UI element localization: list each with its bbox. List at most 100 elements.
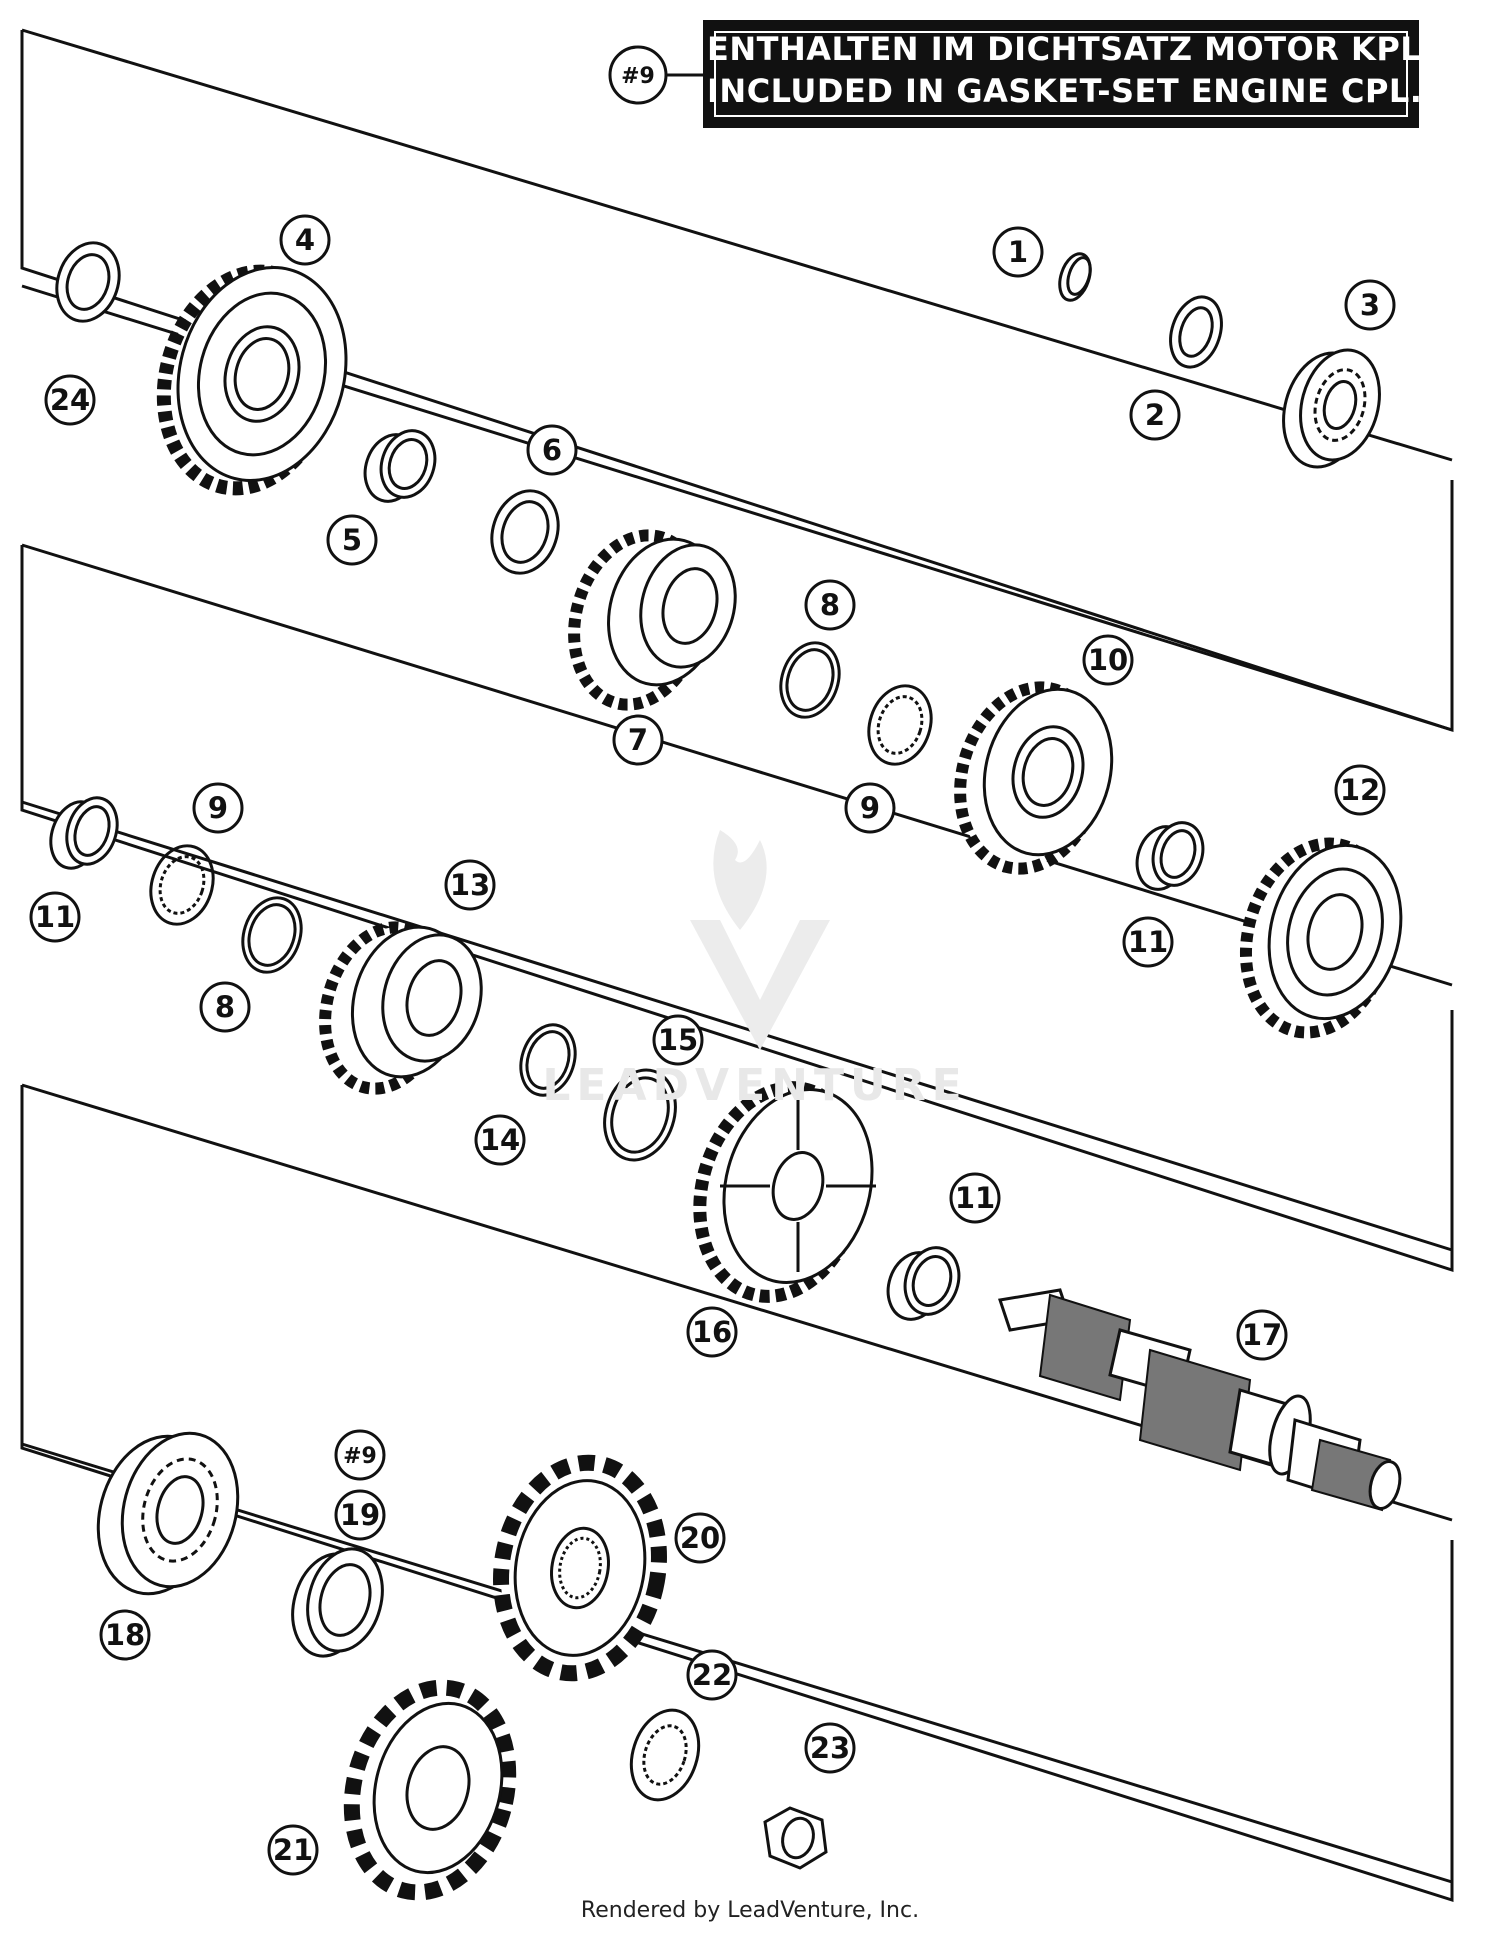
svg-text:8: 8 [215,990,235,1024]
svg-text:1: 1 [1008,235,1028,269]
svg-text:14: 14 [480,1123,520,1157]
svg-text:12: 12 [1340,773,1380,807]
part-21-sprocket [343,1679,517,1901]
part-13-gear [319,921,483,1095]
part-23-nut [763,1806,828,1870]
svg-text:4: 4 [295,223,315,257]
part-20-sprocket [493,1454,667,1682]
svg-text:20: 20 [680,1521,720,1555]
part-1-circlip [1058,252,1092,302]
watermark-text: LEADVENTURE [542,1060,968,1111]
svg-text:15: 15 [658,1023,698,1057]
render-credit: Rendered by LeadVenture, Inc. [580,1898,920,1923]
svg-text:11: 11 [1128,925,1168,959]
callout-13: 13 [444,859,496,911]
callout-5: 5 [326,514,378,566]
part-4-gear [156,264,348,496]
svg-text:24: 24 [50,383,90,417]
svg-text:16: 16 [692,1315,732,1349]
callout-8-lower: 8 [199,981,251,1033]
callout-11-lower: 11 [949,1172,1001,1224]
part-11-bushing-right [1135,821,1205,891]
callout-2: 2 [1129,389,1181,441]
part-18-bearing [96,1431,240,1596]
part-12-gear [1239,837,1403,1039]
part-9-washer-2 [149,844,215,926]
part-3-bearing [1282,348,1381,469]
svg-text:19: 19 [340,1498,380,1532]
callout-11-left: 11 [29,891,81,943]
part-14-circlip [519,1023,577,1097]
callout-20: 20 [674,1512,726,1564]
part-7-gear [568,529,737,711]
svg-text:6: 6 [542,433,562,467]
svg-text:9: 9 [208,791,228,825]
callout-9-top: 9 [844,782,896,834]
callout-19-ref: #9 [334,1429,386,1481]
axis-2 [21,800,1453,1252]
axis-3 [21,1442,1453,1884]
svg-text:22: 22 [692,1658,732,1692]
part-6-washer [490,489,560,575]
callout-16: 16 [686,1306,738,1358]
part-9-washer [867,684,933,766]
callout-17: 17 [1236,1309,1288,1361]
callout-24: 24 [44,374,96,426]
part-8-circlip [779,641,841,719]
callout-4: 4 [279,214,331,266]
callout-19: 19 [334,1489,386,1541]
svg-text:11: 11 [955,1181,995,1215]
gasket-set-legend: ENTHALTEN IM DICHTSATZ MOTOR KPL. INCLUD… [703,20,1434,128]
callout-14: 14 [474,1114,526,1166]
svg-text:21: 21 [273,1833,313,1867]
callout-18: 18 [99,1609,151,1661]
svg-text:23: 23 [810,1731,850,1765]
callout-labels: 1 2 3 4 5 6 7 8 8 9 9 10 11 11 11 12 13 … [29,45,1396,1876]
panel-2-frame [20,545,1454,1273]
svg-text:11: 11 [35,900,75,934]
callout-7: 7 [612,714,664,766]
callout-3: 3 [1344,279,1396,331]
callout-11-right: 11 [1122,916,1174,968]
svg-text:13: 13 [450,868,490,902]
svg-text:#9: #9 [621,64,655,89]
callout-6: 6 [526,424,578,476]
svg-text:10: 10 [1088,643,1128,677]
callout-10: 10 [1082,634,1134,686]
part-10-gear [954,681,1114,875]
callout-9-lower: 9 [192,782,244,834]
callout-1: 1 [992,226,1044,278]
panel-1-frame [20,30,1454,733]
callout-legend-ref: #9 [608,45,668,105]
svg-text:8: 8 [820,588,840,622]
svg-text:18: 18 [105,1618,145,1652]
callout-22: 22 [686,1649,738,1701]
callout-15: 15 [652,1014,704,1066]
panel-1-top [21,28,1453,462]
callout-8-top: 8 [804,579,856,631]
part-19-seal [291,1547,384,1658]
watermark-logo [690,830,830,1050]
part-2-washer [1169,295,1223,369]
legend-inner-frame [714,31,1408,117]
svg-text:#9: #9 [343,1444,377,1469]
part-16-gear [693,1081,876,1303]
part-22-lock-washer [629,1708,701,1802]
part-17-shaft [998,1288,1402,1512]
part-24-washer [55,241,121,323]
callout-21: 21 [267,1824,319,1876]
part-11-bushing-left [49,796,119,870]
part-5-bushing [363,429,437,503]
callout-12: 12 [1334,764,1386,816]
part-11-bushing-lower [886,1246,961,1321]
svg-text:9: 9 [860,791,880,825]
svg-text:17: 17 [1242,1318,1282,1352]
legend-line-german: ENTHALTEN IM DICHTSATZ MOTOR KPL. [707,30,1434,68]
callout-23: 23 [804,1722,856,1774]
svg-text:3: 3 [1360,288,1380,322]
panel-2-top [21,543,1453,987]
svg-text:5: 5 [342,523,362,557]
part-15-washer [603,1068,677,1162]
legend-line-english: INCLUDED IN GASKET-SET ENGINE CPL. [707,72,1423,110]
